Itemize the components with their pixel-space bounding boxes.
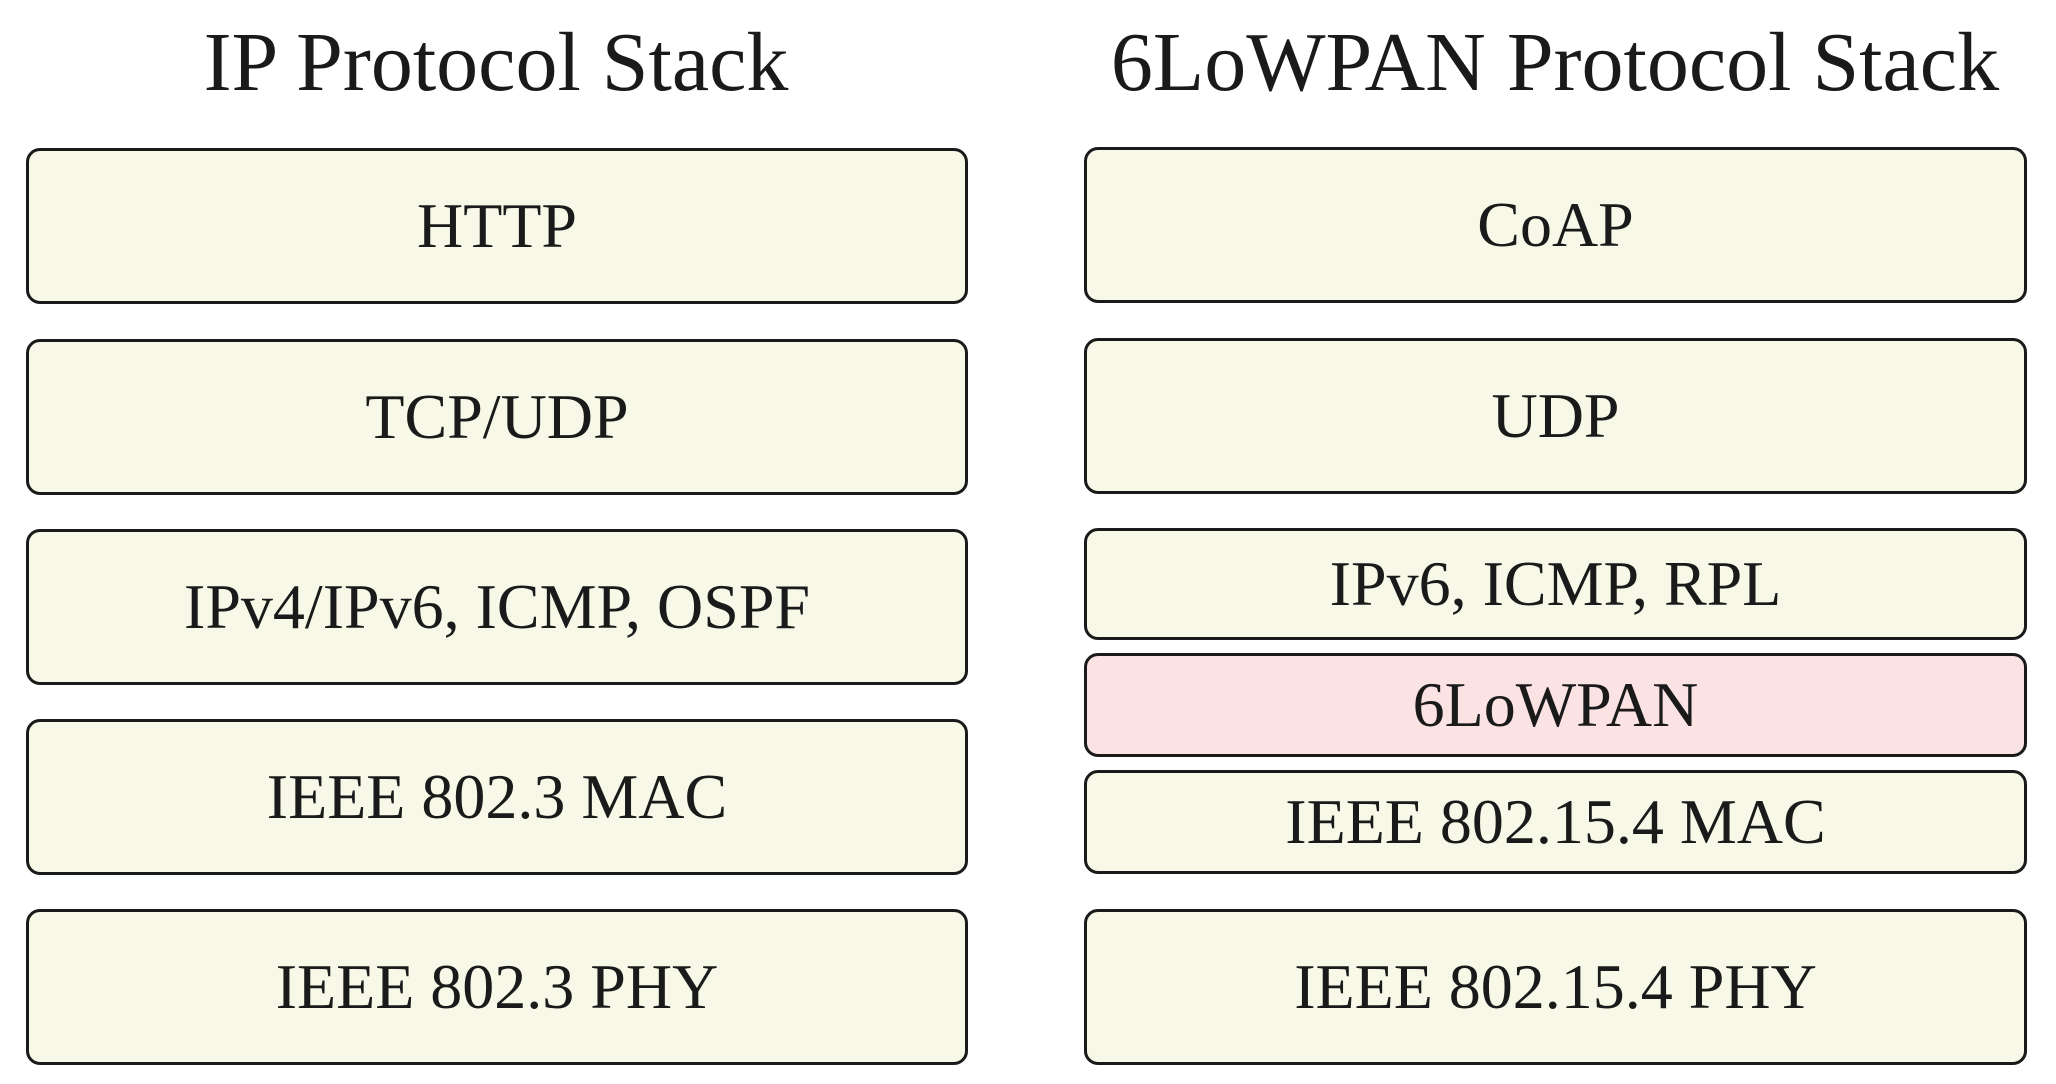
6lowpan-stack-title: 6LoWPAN Protocol Stack <box>1110 16 2000 109</box>
6lowpan-adaptation-layer: 6LoWPAN <box>1084 653 2027 757</box>
ip-layer-network: IPv4/IPv6, ICMP, OSPF <box>26 529 968 685</box>
ip-layer-tcp-udp: TCP/UDP <box>26 339 968 495</box>
6lowpan-layer-udp: UDP <box>1084 338 2027 494</box>
6lowpan-layer-network: IPv6, ICMP, RPL <box>1084 528 2027 640</box>
ip-layer-http: HTTP <box>26 148 968 304</box>
ip-layer-mac: IEEE 802.3 MAC <box>26 719 968 875</box>
6lowpan-layer-mac: IEEE 802.15.4 MAC <box>1084 770 2027 874</box>
6lowpan-layer-phy: IEEE 802.15.4 PHY <box>1084 909 2027 1065</box>
6lowpan-layer-coap: CoAP <box>1084 147 2027 303</box>
ip-stack-title: IP Protocol Stack <box>203 16 789 109</box>
ip-layer-phy: IEEE 802.3 PHY <box>26 909 968 1065</box>
